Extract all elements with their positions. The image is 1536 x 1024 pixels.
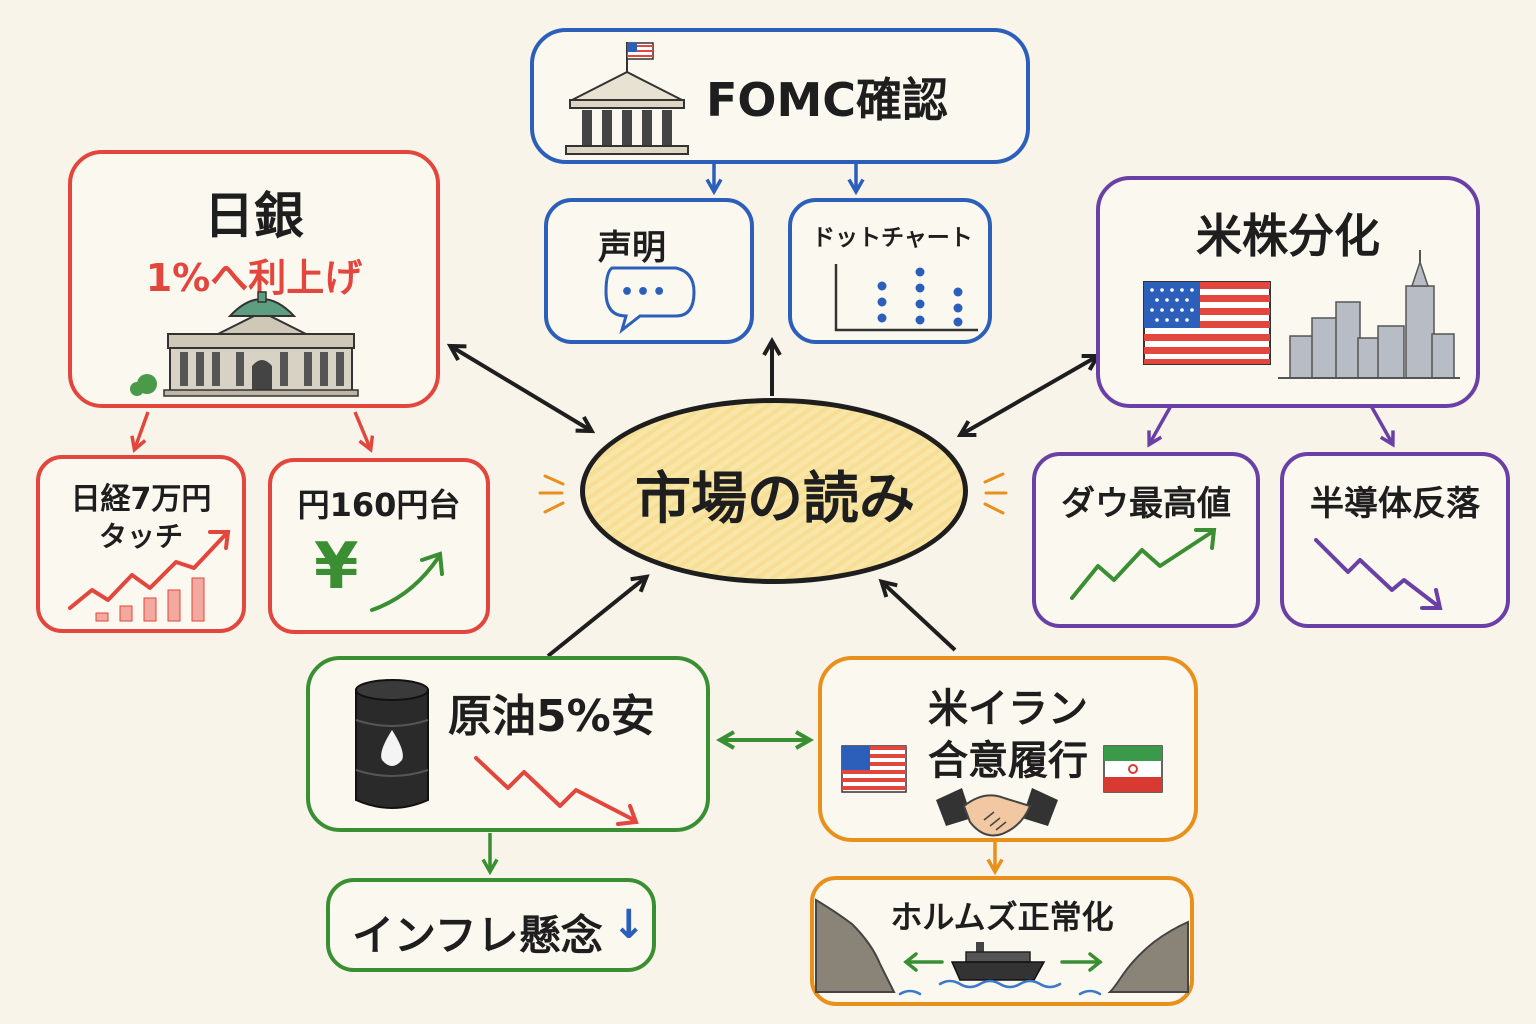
nikkei-line1: 日経7万円: [70, 482, 212, 517]
center-sparkles: [538, 472, 1008, 515]
us-iran-title-line2: 合意履行: [928, 738, 1088, 784]
inflation-label: インフレ懸念: [352, 911, 603, 960]
oil-title: 原油5%安: [448, 691, 655, 742]
yen-node: [268, 458, 490, 634]
arrow-center-boj: [446, 343, 596, 434]
inflation-down-arrow-icon: ↓: [612, 902, 646, 948]
boj-title: 日銀: [204, 187, 304, 245]
hormuz-label: ホルムズ正常化: [890, 898, 1114, 936]
center-title: 市場の読み: [635, 467, 915, 532]
yen-symbol-icon: ¥: [314, 530, 359, 604]
arrow-oil-center: [546, 574, 650, 658]
us-iran-title-line1: 米イラン: [928, 686, 1088, 732]
dot-chart-label: ドットチャート: [812, 225, 973, 251]
arrow-center-usstocks: [956, 353, 1102, 438]
ship-icon: [950, 942, 1046, 981]
dow-label: ダウ最高値: [1061, 484, 1231, 524]
fomc-title: FOMC確認: [706, 73, 949, 127]
nikkei-line2: タッチ: [98, 520, 183, 553]
yen-title: 円160円台: [297, 486, 461, 524]
center-node: [580, 398, 968, 584]
nikkei-node: [36, 455, 246, 633]
arrow-iran-center: [878, 578, 957, 652]
dow-node: [1032, 452, 1260, 628]
statement-label: 声明: [598, 228, 666, 268]
us-stocks-title: 米株分化: [1196, 209, 1380, 263]
boj-subtitle: 1%へ利上げ: [145, 256, 363, 300]
inflation-node: [326, 878, 656, 972]
semis-label: 半導体反落: [1310, 484, 1480, 524]
statement-bubble-dots: •••: [620, 280, 669, 305]
